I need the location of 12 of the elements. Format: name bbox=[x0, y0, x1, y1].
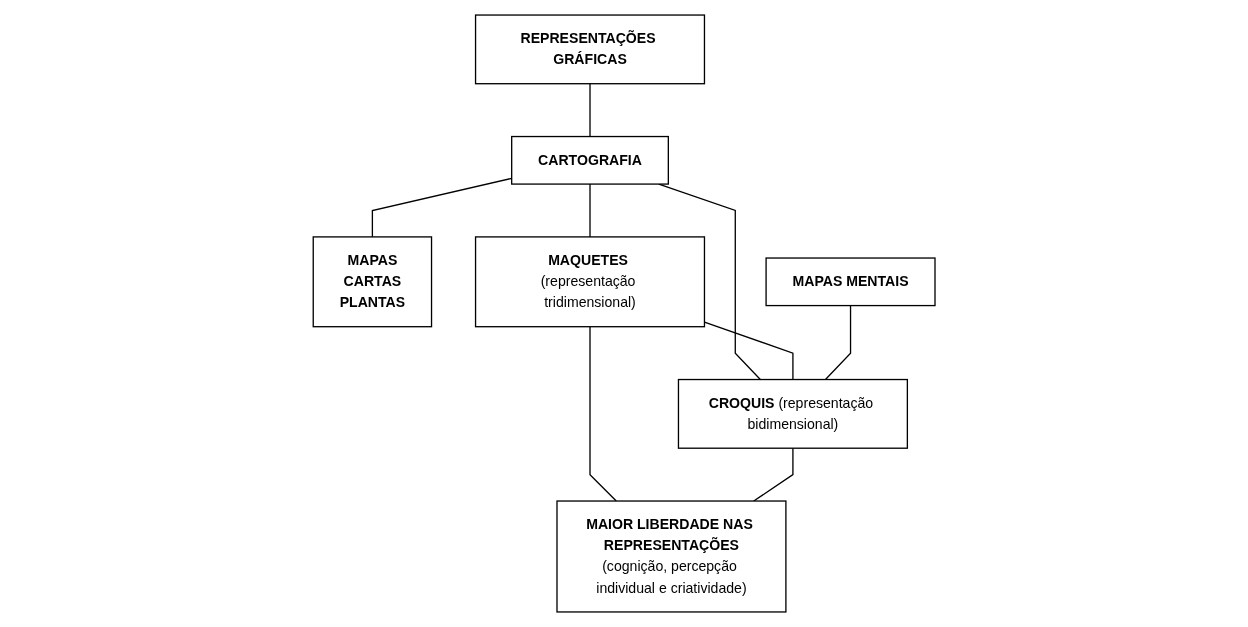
node-box: CROQUIS (representação bidimensional) bbox=[677, 378, 908, 449]
connector bbox=[824, 304, 852, 381]
connector bbox=[752, 447, 794, 502]
node-box: MAQUETES (representação tridimensional) bbox=[474, 236, 705, 328]
node-box: MAIOR LIBERDADE NAS REPRESENTAÇÕES (cognição, percepção individual e criatividade) bbox=[556, 500, 787, 613]
node-box: MAPAS CARTAS PLANTAS bbox=[312, 236, 433, 328]
connector bbox=[589, 183, 591, 238]
node-box: CARTOGRAFIA bbox=[510, 135, 669, 185]
connector bbox=[589, 326, 617, 502]
node-box: MAPAS MENTAIS bbox=[765, 257, 936, 307]
connector bbox=[589, 83, 591, 138]
node-box: REPRESENTAÇÕES GRÁFICAS bbox=[474, 14, 705, 85]
